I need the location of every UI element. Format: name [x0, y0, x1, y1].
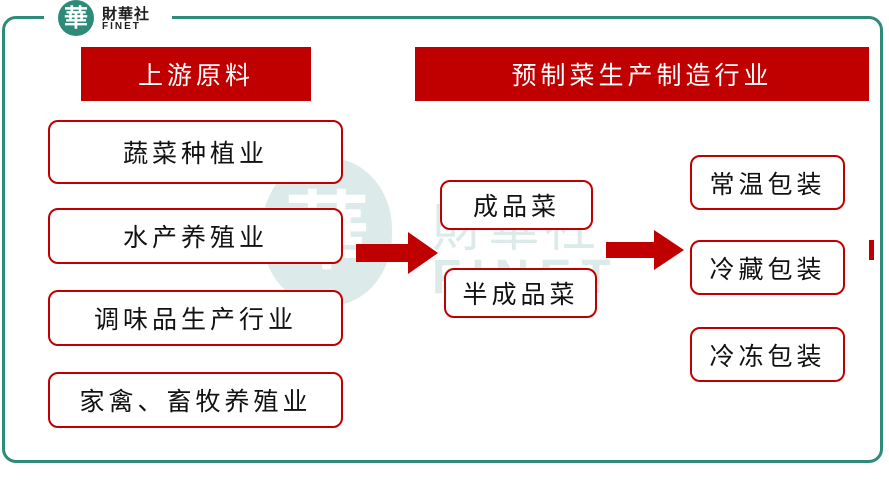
- logo-name-cn: 財華社: [102, 5, 151, 23]
- packaging-ambient: 常温包装: [690, 155, 845, 210]
- arrow-products-to-packaging: [606, 230, 684, 270]
- product-finished-dish: 成品菜: [440, 180, 593, 230]
- product-semi-finished-dish: 半成品菜: [444, 268, 597, 318]
- upstream-item-aquaculture: 水产养殖业: [48, 208, 343, 264]
- edge-mark: [869, 240, 874, 260]
- packaging-frozen: 冷冻包装: [690, 327, 845, 382]
- upstream-item-seasoning: 调味品生产行业: [48, 290, 343, 346]
- arrow-upstream-to-products: [356, 232, 438, 274]
- logo-emblem: 華: [58, 0, 94, 36]
- upstream-item-vegetables: 蔬菜种植业: [48, 120, 343, 184]
- upstream-item-livestock: 家禽、畜牧养殖业: [48, 372, 343, 428]
- manufacturing-header: 预制菜生产制造行业: [415, 47, 869, 101]
- packaging-chilled: 冷藏包装: [690, 240, 845, 295]
- finet-logo: 華 財華社 FINET: [44, 0, 172, 38]
- logo-name-en: FINET: [102, 21, 141, 32]
- upstream-header: 上游原料: [81, 47, 311, 101]
